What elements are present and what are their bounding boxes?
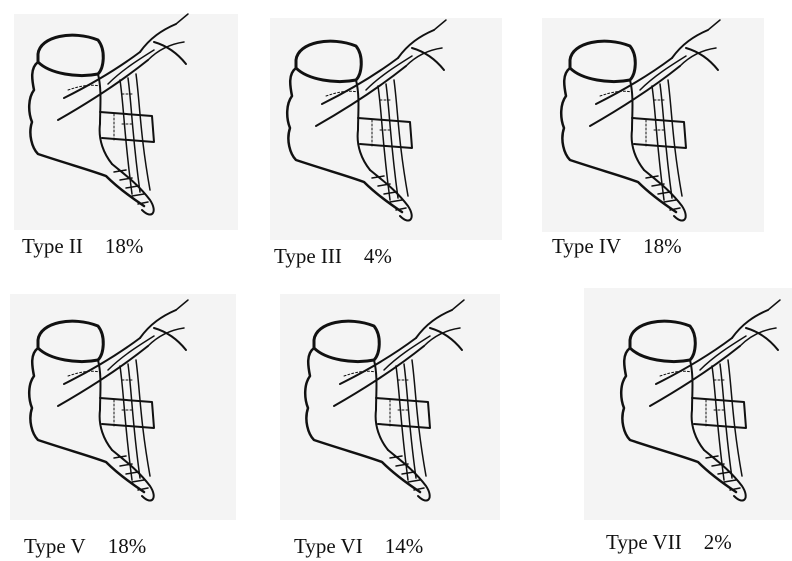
caption: Type V 18% xyxy=(24,534,146,559)
caption: Type III 4% xyxy=(274,244,392,269)
panel-type-5: Type V 18% xyxy=(0,280,264,561)
type-label: Type III xyxy=(274,244,342,269)
percent-value: 18% xyxy=(105,234,144,259)
type-label: Type VII xyxy=(606,530,682,555)
anatomy-illustration xyxy=(620,310,792,530)
type-label: Type VI xyxy=(294,534,363,559)
percent-value: 2% xyxy=(704,530,732,555)
panel-type-4: Type IV 18% xyxy=(528,0,792,280)
panel-type-3: Type III 4% xyxy=(264,0,528,280)
anatomy-illustration xyxy=(304,310,524,530)
panel-type-7: Type VII 2% xyxy=(528,280,792,561)
panel-type-2: Type II 18% xyxy=(0,0,264,280)
percent-value: 18% xyxy=(108,534,147,559)
anatomy-illustration xyxy=(286,30,506,250)
percent-value: 18% xyxy=(643,234,682,259)
type-label: Type IV xyxy=(552,234,621,259)
caption: Type VI 14% xyxy=(294,534,423,559)
percent-value: 14% xyxy=(385,534,424,559)
percent-value: 4% xyxy=(364,244,392,269)
anatomy-illustration xyxy=(28,310,248,530)
panel-type-6: Type VI 14% xyxy=(264,280,528,561)
type-label: Type II xyxy=(22,234,83,259)
type-label: Type V xyxy=(24,534,86,559)
anatomy-illustration xyxy=(28,24,248,244)
caption: Type IV 18% xyxy=(552,234,682,259)
caption: Type II 18% xyxy=(22,234,143,259)
caption: Type VII 2% xyxy=(606,530,732,555)
anatomy-illustration xyxy=(560,30,780,250)
